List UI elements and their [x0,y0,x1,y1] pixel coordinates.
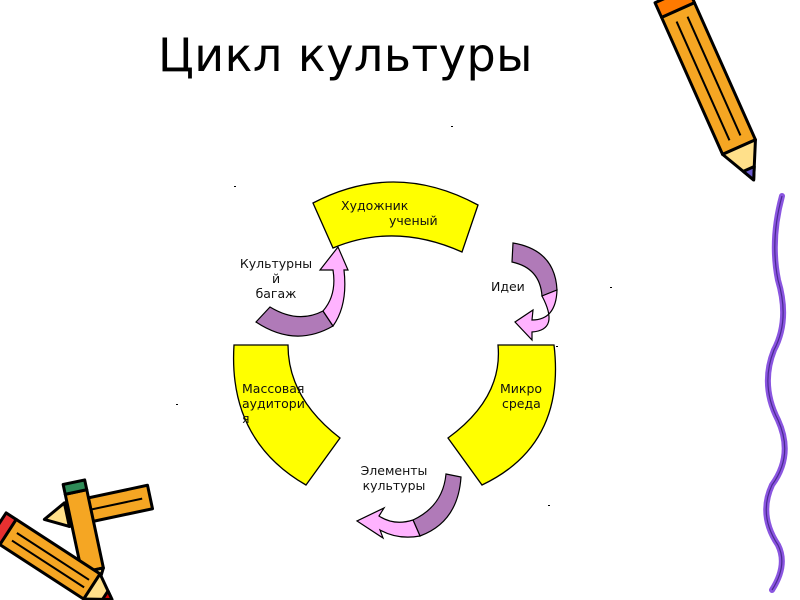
node-mass-line3: я [242,411,250,426]
arrow-baggage-line3: багаж [255,286,297,301]
node-artist-label: Художник ученый [341,198,438,228]
node-micro-line2: среда [502,396,541,411]
pencil-top-right-icon [653,0,757,182]
segment-mass [232,344,341,486]
slide-title: Цикл культуры [158,28,533,82]
arrow-elements-line1: Элементы [360,463,428,478]
arrow-baggage-dark [255,306,334,337]
node-mass-line2: аудитори [242,396,305,411]
stray-dots [176,126,612,506]
cycle-arrows [255,242,558,540]
segment-micro [447,344,557,486]
node-mass-line1: Массовая [242,381,305,396]
arrow-baggage-line1: Культурны [239,256,313,271]
cycle-ring [232,181,557,486]
arrow-baggage-light [318,245,349,328]
arrow-baggage-line2: й [271,271,281,286]
arrow-ideas-light [514,289,558,342]
node-mass-label: Массовая аудитори я [242,381,305,426]
arrow-elements-line2: культуры [362,478,426,493]
arrow-elements-label: Элементы культуры [354,463,434,493]
pencils-bottom-left-icon [0,478,154,600]
arrow-ideas-label: Идеи [491,279,525,294]
segment-artist [312,181,479,253]
node-artist-line2: ученый [389,213,438,228]
node-micro-line1: Микро [500,381,543,396]
crayon-squiggle-outline [765,195,786,591]
node-micro-label: Микро среда [500,381,542,411]
node-artist-line1: Художник [341,198,409,213]
arrow-baggage-label: Культурны й багаж [236,256,316,301]
arrow-elements-light [355,506,421,540]
